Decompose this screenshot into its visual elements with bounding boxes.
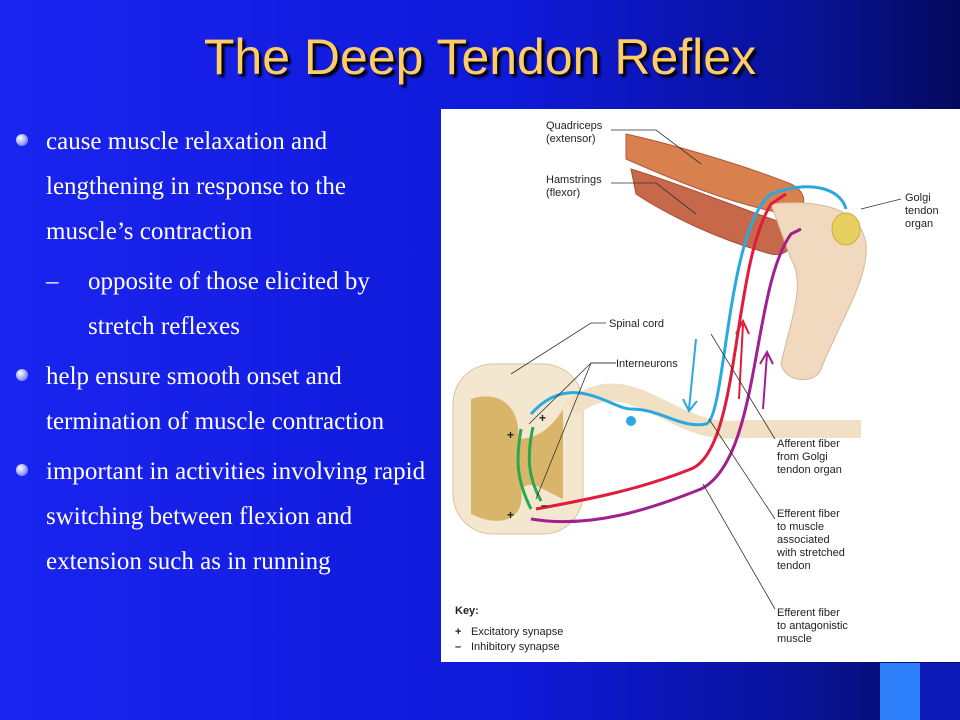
key-excitatory-label: Excitatory synapse xyxy=(471,626,563,638)
efferent-fiber xyxy=(535,192,787,511)
sub-bullet-item: – opposite of those elicited by stretch … xyxy=(46,259,436,349)
bullet-item: cause muscle relaxation and lengthening … xyxy=(16,119,436,254)
label-spinal-cord: Spinal cord xyxy=(609,318,664,330)
interneuron-path xyxy=(516,428,533,510)
slide-title: The Deep Tendon Reflex xyxy=(203,29,757,85)
key-excitatory-symbol: + xyxy=(455,626,461,638)
label-hamstrings: Hamstrings(flexor) xyxy=(546,174,602,199)
bullet-item: help ensure smooth onset and termination… xyxy=(16,354,436,444)
bullet-dot-icon xyxy=(16,464,28,476)
afferent-cell-body xyxy=(626,416,636,426)
label-interneurons: Interneurons xyxy=(616,358,678,370)
synapse-mark: + xyxy=(507,428,514,442)
key-inhibitory-label: Inhibitory synapse xyxy=(471,641,560,653)
key-inhibitory-symbol: – xyxy=(455,641,461,653)
bullet-dot-icon xyxy=(16,369,28,381)
bullet-list: cause muscle relaxation and lengthening … xyxy=(16,112,436,584)
label-quadriceps: Quadriceps(extensor) xyxy=(546,120,603,145)
antagonist-fiber xyxy=(530,227,802,524)
bullet-text: cause muscle relaxation and lengthening … xyxy=(46,128,346,245)
golgi-tendon-organ xyxy=(831,212,861,246)
bullet-item: important in activities involving rapid … xyxy=(16,449,436,584)
bullet-text: help ensure smooth onset and termination… xyxy=(46,363,385,435)
sub-bullet-dash: – xyxy=(46,268,59,295)
afferent-arrow-icon xyxy=(682,338,698,413)
antagonist-arrow-icon xyxy=(759,349,774,410)
key-title: Key: xyxy=(455,605,479,617)
synapse-mark: – xyxy=(541,498,548,512)
reflex-diagram: + + + – Quadriceps(extensor) Hamstrings(… xyxy=(441,109,960,662)
bullet-dot-icon xyxy=(16,134,28,146)
afferent-fiber xyxy=(529,185,848,427)
bullet-text: important in activities involving rapid … xyxy=(46,458,426,575)
decorative-square xyxy=(920,663,960,720)
decorative-square xyxy=(880,663,920,720)
sub-bullet-text: opposite of those elicited by stretch re… xyxy=(88,268,370,340)
synapse-mark: + xyxy=(539,411,546,425)
efferent-arrow-icon xyxy=(735,318,750,400)
synapse-mark: + xyxy=(507,508,514,522)
